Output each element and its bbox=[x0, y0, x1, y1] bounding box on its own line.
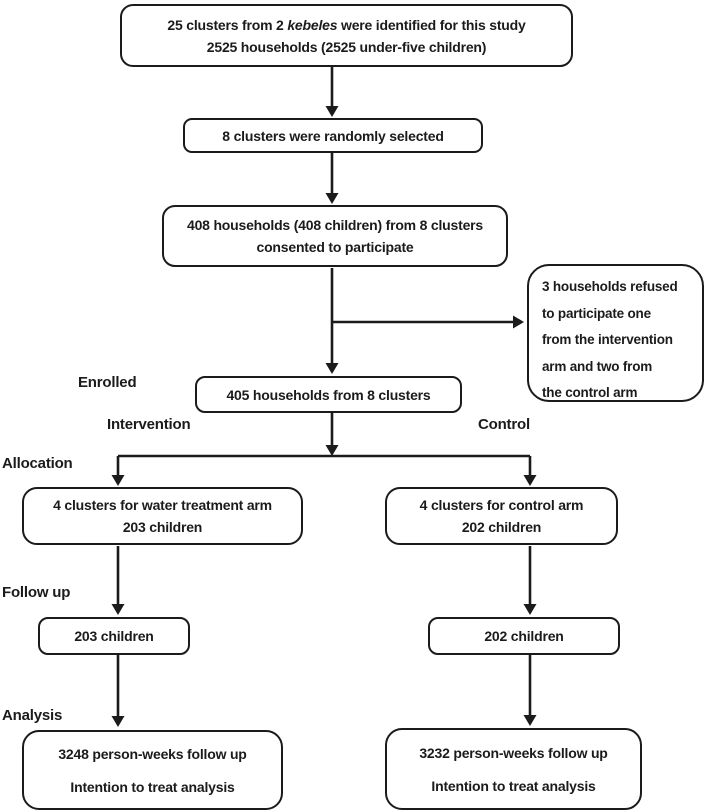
stage-label-follow-up: Follow up bbox=[2, 584, 71, 601]
arrowhead-down-icon bbox=[325, 193, 339, 204]
box-text-line: 203 children bbox=[122, 519, 203, 535]
box-text-line: 3232 person-weeks follow up bbox=[419, 744, 608, 761]
box-text-line: 202 children bbox=[484, 628, 564, 644]
arrowhead-down-icon bbox=[111, 716, 125, 727]
arrowhead-down-icon bbox=[523, 475, 537, 486]
box-clusters-selected: 8 clusters were randomly selected bbox=[183, 118, 483, 153]
text-segment: 25 clusters from 2 bbox=[167, 16, 288, 33]
stage-label-analysis: Analysis bbox=[2, 707, 63, 724]
arrowhead-down-icon bbox=[523, 715, 537, 726]
box-clusters-identified: 25 clusters from 2 kebeles were identifi… bbox=[120, 4, 573, 67]
arrowhead-down-icon bbox=[325, 363, 339, 374]
box-text-line: 4 clusters for water treatment arm bbox=[53, 497, 272, 513]
arrowhead-down-icon bbox=[325, 445, 339, 456]
box-refused: 3 households refused to participate one … bbox=[527, 264, 704, 402]
box-enrolled: 405 households from 8 clusters bbox=[195, 376, 462, 413]
arrowhead-right-icon bbox=[513, 315, 524, 329]
box-text-line: Intention to treat analysis bbox=[70, 778, 235, 795]
box-text-line: 405 households from 8 clusters bbox=[226, 386, 431, 403]
box-control-followup: 202 children bbox=[428, 617, 620, 655]
box-text-line: Intention to treat analysis bbox=[431, 777, 596, 794]
box-intervention-followup: 203 children bbox=[38, 617, 190, 655]
box-text-line: from the intervention bbox=[542, 332, 673, 347]
box-text-line: to participate one bbox=[542, 305, 651, 321]
box-consented: 408 households (408 children) from 8 clu… bbox=[162, 205, 508, 267]
stage-label-enrolled: Enrolled bbox=[78, 374, 137, 391]
box-text-line: 25 clusters from 2 kebeles were identifi… bbox=[167, 14, 525, 36]
box-control-allocation: 4 clusters for control arm 202 children bbox=[385, 487, 618, 545]
box-intervention-analysis: 3248 person-weeks follow up Intention to… bbox=[22, 730, 283, 810]
box-text-line: arm and two from bbox=[542, 358, 653, 374]
text-segment-italic: kebeles bbox=[287, 16, 338, 33]
stage-label-allocation: Allocation bbox=[2, 455, 73, 472]
box-text-line: 8 clusters were randomly selected bbox=[222, 127, 444, 144]
box-control-analysis: 3232 person-weeks follow up Intention to… bbox=[385, 728, 642, 810]
arrowhead-down-icon bbox=[523, 604, 537, 615]
text-segment: were identified for this study bbox=[337, 16, 526, 33]
box-text-line: consented to participate bbox=[256, 239, 414, 255]
box-text-line: 202 children bbox=[461, 519, 542, 535]
box-intervention-allocation: 4 clusters for water treatment arm 203 c… bbox=[22, 487, 303, 545]
box-text-line: the control arm bbox=[542, 385, 638, 400]
box-text-line: 408 households (408 children) from 8 clu… bbox=[187, 217, 483, 233]
box-text-line: 4 clusters for control arm bbox=[419, 497, 584, 513]
box-text-line: 3248 person-weeks follow up bbox=[58, 745, 247, 762]
arrowhead-down-icon bbox=[325, 106, 339, 117]
box-text-line: 2525 households (2525 under-five childre… bbox=[206, 38, 487, 55]
arrowhead-down-icon bbox=[111, 475, 125, 486]
box-text-line: 203 children bbox=[74, 628, 154, 644]
arrowhead-down-icon bbox=[111, 604, 125, 615]
box-text-line: 3 households refused bbox=[542, 279, 678, 294]
arm-label-control: Control bbox=[478, 416, 530, 433]
arm-label-intervention: Intervention bbox=[107, 416, 191, 433]
